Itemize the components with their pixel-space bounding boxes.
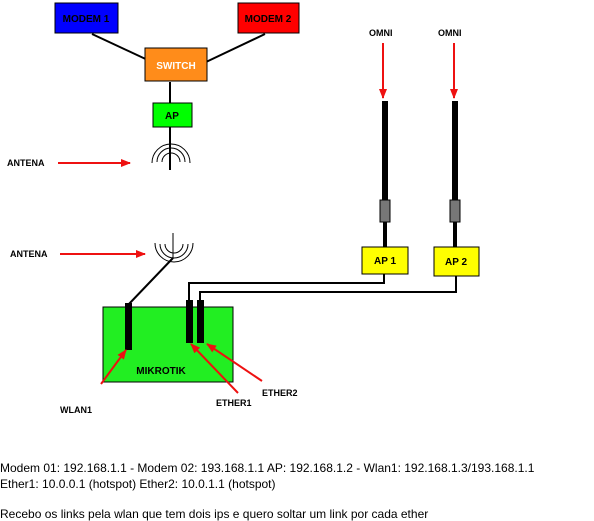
description-line: Recebo os links pela wlan que tem dois i… — [0, 507, 429, 521]
ether2-port — [197, 300, 204, 343]
omni-right-label: OMNI — [438, 28, 462, 38]
modem-2-node: MODEM 2 — [237, 2, 300, 34]
antenna-signal-icon — [154, 233, 194, 263]
switch-node: SWITCH — [144, 47, 208, 82]
wlan1-port — [125, 303, 132, 350]
ap2-to-ether2-link — [199, 276, 457, 303]
ether1-label: ETHER1 — [216, 398, 252, 408]
omni-left-label: OMNI — [369, 28, 393, 38]
ap-1-label: AP 1 — [374, 256, 396, 267]
ap1-to-ether1-link — [188, 274, 385, 303]
wlan1-arrow — [100, 349, 127, 385]
modem-2-label: MODEM 2 — [245, 14, 292, 25]
modem2-to-switch-link — [205, 33, 266, 63]
ap-2-node: AP 2 — [433, 246, 480, 277]
ether2-arrow — [206, 343, 263, 382]
connections — [91, 33, 457, 306]
ap-2-label: AP 2 — [445, 257, 467, 268]
modem-1-node: MODEM 1 — [54, 2, 119, 34]
antenna-to-wlan1-link — [127, 257, 174, 306]
ap-1-node: AP 1 — [361, 246, 409, 275]
ether1-port — [186, 300, 193, 343]
omni-antenna-icon — [379, 101, 391, 248]
ap-label: AP — [165, 111, 179, 122]
ether2-label: ETHER2 — [262, 388, 298, 398]
antenna-signal-icon — [151, 143, 191, 164]
modem-1-label: MODEM 1 — [63, 14, 110, 25]
switch-label: SWITCH — [156, 61, 195, 72]
ether1-arrow — [190, 343, 239, 394]
ip-config-line: Modem 01: 192.168.1.1 - Modem 02: 193.16… — [0, 461, 535, 475]
mikrotik-node: MIKROTIK — [102, 300, 234, 383]
wlan1-label: WLAN1 — [60, 405, 92, 415]
ether-config-line: Ether1: 10.0.0.1 (hotspot) Ether2: 10.0.… — [0, 477, 276, 491]
antena-bottom-label: ANTENA — [10, 249, 48, 259]
antena-top-label: ANTENA — [7, 158, 45, 168]
ap-node: AP — [152, 102, 193, 128]
omni-antenna-icon — [449, 101, 461, 248]
mikrotik-label: MIKROTIK — [136, 366, 186, 377]
modem1-to-switch-link — [91, 33, 153, 63]
